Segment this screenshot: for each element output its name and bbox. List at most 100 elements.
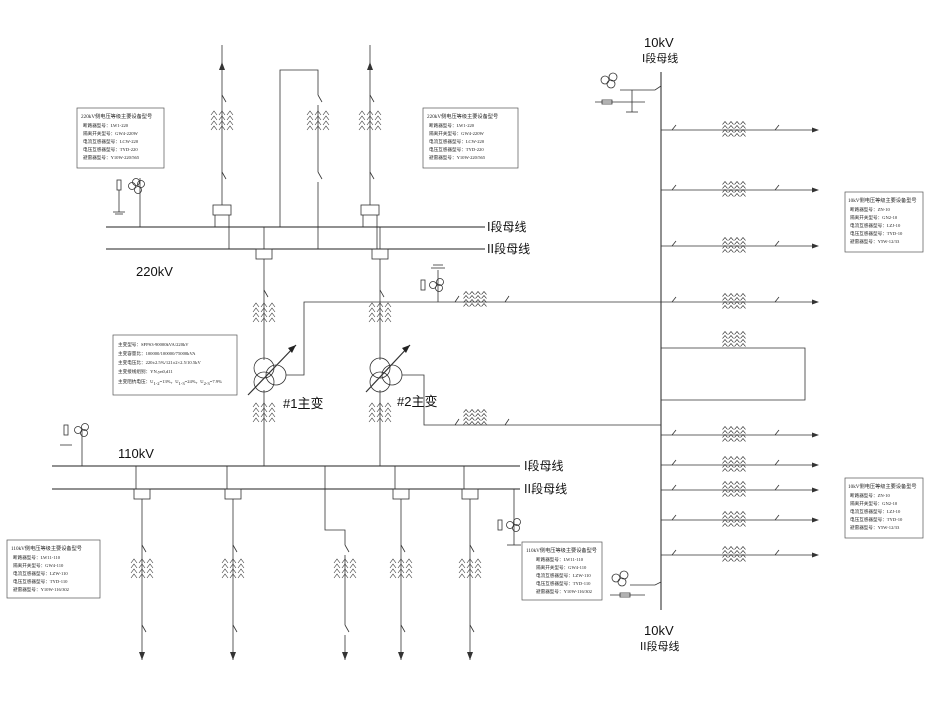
- svg-text:电压互感器型号：TYD-220: 电压互感器型号：TYD-220: [83, 146, 138, 153]
- svg-text:断路器型号：ZN-10: 断路器型号：ZN-10: [850, 206, 891, 213]
- cluster-t2-mv: [368, 402, 392, 423]
- feeder-10kv-2[interactable]: [661, 184, 819, 193]
- t1-lv-lead[interactable]: [286, 301, 661, 376]
- svg-text:电压互感器型号：TYD-10: 电压互感器型号：TYD-10: [850, 230, 903, 237]
- svg-text:主变接线组别：YN,yn0,d11: 主变接线组别：YN,yn0,d11: [118, 368, 173, 375]
- svg-text:隔离开关型号：GN2-10: 隔离开关型号：GN2-10: [850, 500, 898, 507]
- transformer-1-symbol[interactable]: [247, 344, 297, 396]
- cluster-220-coupler: [306, 110, 330, 131]
- svg-text:断路器型号：LW11-110: 断路器型号：LW11-110: [536, 556, 584, 563]
- cluster-t2-lv: [463, 409, 487, 425]
- bus-10-I-label: I段母线: [642, 51, 678, 65]
- pt-110-left: [60, 423, 89, 466]
- cluster-10kv-feeder-5: [722, 426, 746, 442]
- feeder-110-4[interactable]: [461, 466, 479, 660]
- info-box-110-left: 110kV侧电压等级主要设备型号 断路器型号：LW11-110 隔离开关型号：G…: [6, 539, 101, 599]
- feeder-220-2[interactable]: [360, 45, 380, 249]
- bus-110-I-label: I段母线: [524, 458, 564, 473]
- pt-t1-lv: [420, 264, 445, 302]
- bus-220-II-label: II段母线: [487, 241, 530, 256]
- feeder-110-2[interactable]: [224, 466, 242, 660]
- pt-220-left: [113, 178, 145, 227]
- transformer-1-label: #1主变: [283, 396, 323, 411]
- feeder-10kv-5[interactable]: [661, 429, 819, 438]
- pt-10-bottom: [610, 570, 662, 598]
- cluster-t1-mv: [252, 402, 276, 423]
- svg-text:电流互感器型号：LCW-220: 电流互感器型号：LCW-220: [429, 138, 485, 145]
- svg-text:主变容量比：100000/100000/75000kVA: 主变容量比：100000/100000/75000kVA: [118, 350, 196, 357]
- svg-text:隔离开关型号：GN2-10: 隔离开关型号：GN2-10: [850, 214, 898, 221]
- bus-coupler-220[interactable]: [279, 69, 323, 249]
- cluster-10kv-tie: [722, 331, 746, 347]
- feeder-10kv-1[interactable]: [661, 124, 819, 133]
- svg-text:110kV侧电压等级主要设备型号: 110kV侧电压等级主要设备型号: [526, 546, 597, 554]
- cluster-10kv-feeder-3: [722, 237, 746, 253]
- cluster-220-feeder-1: [210, 110, 234, 131]
- cluster-110-feeder-4: [458, 558, 482, 579]
- svg-text:110kV侧电压等级主要设备型号: 110kV侧电压等级主要设备型号: [11, 544, 82, 552]
- svg-text:主变阻抗电压：U1-2=13%，U1-3=24%，U2-3=: 主变阻抗电压：U1-2=13%，U1-3=24%，U2-3=7.9%: [118, 378, 222, 386]
- cluster-110-coupler: [333, 558, 357, 579]
- feeder-220-1[interactable]: [212, 45, 232, 249]
- pt-10-top: [595, 72, 662, 113]
- svg-text:电流互感器型号：LZW-110: 电流互感器型号：LZW-110: [536, 572, 591, 579]
- svg-text:电流互感器型号：LZW-110: 电流互感器型号：LZW-110: [13, 570, 68, 577]
- cluster-t1-hv: [252, 302, 276, 323]
- svg-text:10kV侧电压等级主要设备型号: 10kV侧电压等级主要设备型号: [848, 196, 917, 204]
- feeder-10kv-7[interactable]: [661, 484, 819, 493]
- svg-text:断路器型号：LW1-220: 断路器型号：LW1-220: [83, 122, 129, 129]
- feeder-10kv-4[interactable]: [661, 296, 819, 305]
- info-box-transformer: 主变型号：SFPS3-90000kVA/220kV 主变容量比：100000/1…: [112, 334, 238, 396]
- svg-text:避雷器型号：Y10W-220/565: 避雷器型号：Y10W-220/565: [429, 154, 486, 161]
- feeders-10kv: [661, 124, 819, 558]
- svg-text:避雷器型号：Y5W-12/33: 避雷器型号：Y5W-12/33: [850, 238, 900, 245]
- voltage-10kv-top-label: 10kV: [644, 35, 674, 50]
- t2-hv-bay[interactable]: [371, 227, 389, 466]
- info-box-220-right: 220kV侧电压等级主要设备型号 断路器型号：LW1-220 隔离开关型号：GW…: [422, 107, 519, 169]
- transformer-2-label: #2主变: [397, 394, 437, 409]
- bus-10-II-label: II段母线: [640, 639, 680, 653]
- t2-lv-lead[interactable]: [402, 374, 661, 426]
- cluster-10kv-feeder-7: [722, 481, 746, 497]
- svg-text:避雷器型号：Y10W-116/302: 避雷器型号：Y10W-116/302: [13, 586, 70, 593]
- cluster-t1-lv: [463, 291, 487, 307]
- cluster-10kv-feeder-1: [722, 121, 746, 137]
- tie-10kv[interactable]: [661, 347, 806, 401]
- info-box-10-top: 10kV侧电压等级主要设备型号 断路器型号：ZN-10 隔离开关型号：GN2-1…: [844, 191, 924, 253]
- feeder-10kv-6[interactable]: [661, 459, 819, 468]
- svg-text:避雷器型号：Y10W-220/565: 避雷器型号：Y10W-220/565: [83, 154, 140, 161]
- transformer-2-symbol[interactable]: [365, 344, 411, 393]
- pt-110-right: [497, 489, 521, 546]
- svg-text:电压互感器型号：TYD-110: 电压互感器型号：TYD-110: [536, 580, 591, 587]
- svg-text:断路器型号：ZN-10: 断路器型号：ZN-10: [850, 492, 891, 499]
- bus-coupler-110[interactable]: [324, 466, 350, 660]
- cluster-10kv-feeder-2: [722, 181, 746, 197]
- feeder-110-3[interactable]: [392, 466, 410, 660]
- svg-text:隔离开关型号：GW4-110: 隔离开关型号：GW4-110: [536, 564, 587, 571]
- voltage-220kv-label: 220kV: [136, 264, 173, 279]
- cluster-10kv-feeder-4: [722, 293, 746, 309]
- busbars: [52, 72, 662, 610]
- cluster-220-feeder-2: [358, 110, 382, 131]
- feeder-110-1[interactable]: [133, 466, 151, 660]
- bus-110-II-label: II段母线: [524, 481, 567, 496]
- svg-text:电压互感器型号：TYD-10: 电压互感器型号：TYD-10: [850, 516, 903, 523]
- feeder-10kv-8[interactable]: [661, 514, 819, 523]
- svg-text:电压互感器型号：TYD-110: 电压互感器型号：TYD-110: [13, 578, 68, 585]
- bus-220-I-label: I段母线: [487, 219, 527, 234]
- feeder-10kv-9[interactable]: [661, 549, 819, 558]
- svg-text:220kV侧电压等级主要设备型号: 220kV侧电压等级主要设备型号: [81, 112, 152, 120]
- svg-text:隔离开关型号：GW4-110: 隔离开关型号：GW4-110: [13, 562, 64, 569]
- t1-hv-bay[interactable]: [255, 227, 273, 466]
- cluster-10kv-feeder-9: [722, 546, 746, 562]
- feeder-10kv-3[interactable]: [661, 240, 819, 249]
- cluster-10kv-feeder-6: [722, 456, 746, 472]
- svg-text:断路器型号：LW11-110: 断路器型号：LW11-110: [13, 554, 61, 561]
- info-box-220-left: 220kV侧电压等级主要设备型号 断路器型号：LW1-220 隔离开关型号：GW…: [76, 107, 165, 169]
- svg-text:避雷器型号：Y10W-116/302: 避雷器型号：Y10W-116/302: [536, 588, 593, 595]
- cluster-110-feeder-2: [221, 558, 245, 579]
- svg-text:电流互感器型号：LCW-220: 电流互感器型号：LCW-220: [83, 138, 139, 145]
- arrester-clusters: [130, 110, 746, 579]
- svg-text:避雷器型号：Y5W-12/33: 避雷器型号：Y5W-12/33: [850, 524, 900, 531]
